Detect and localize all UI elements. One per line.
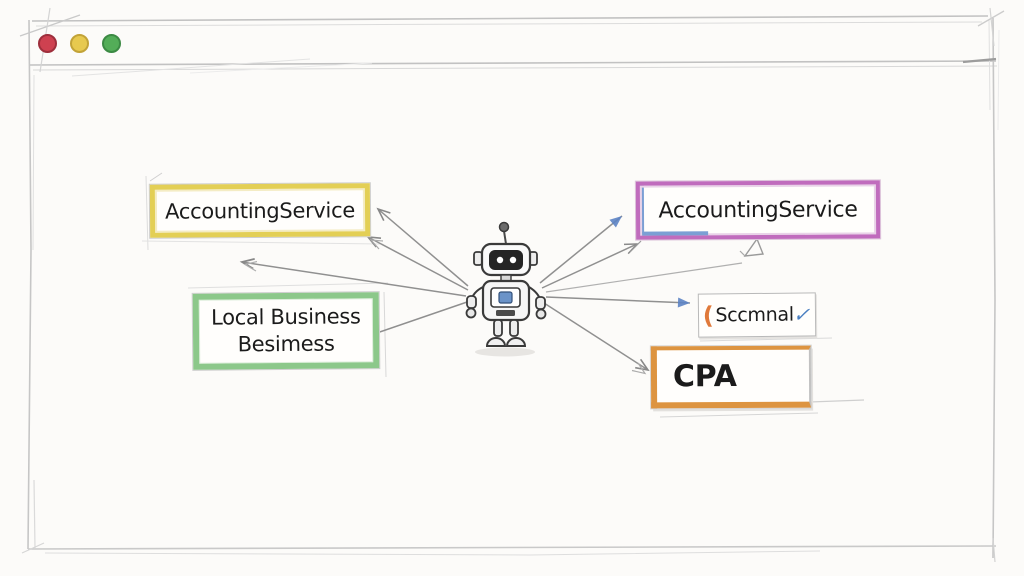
minimize-button[interactable] bbox=[70, 34, 89, 53]
window-controls bbox=[38, 34, 121, 53]
maximize-button[interactable] bbox=[102, 34, 121, 53]
close-button[interactable] bbox=[38, 34, 57, 53]
triangle-doodle bbox=[743, 237, 764, 257]
titlebar bbox=[32, 22, 992, 66]
